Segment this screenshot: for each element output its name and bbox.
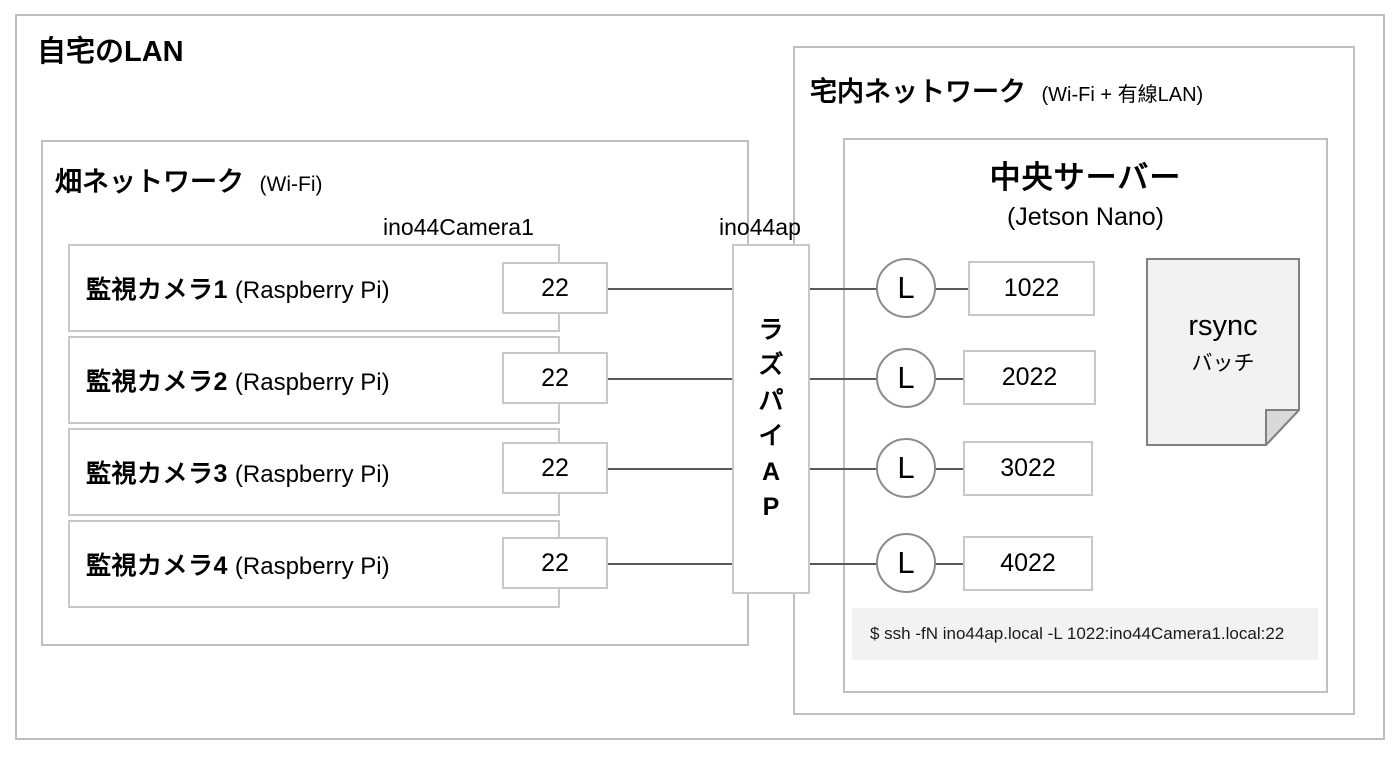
wire-ap-to-tunnel-3 — [808, 468, 878, 470]
camera-4-name: 監視カメラ4 — [86, 552, 228, 580]
wire-tunnel-1-to-port — [934, 288, 970, 290]
camera-1-name: 監視カメラ1 — [86, 276, 228, 304]
rsync-note-line-2: バッチ — [1191, 351, 1255, 375]
group-home-network-title: 宅内ネットワーク (Wi-Fi + 有線LAN) — [810, 70, 1203, 109]
ap-line-5: A — [761, 457, 781, 486]
camera-2-port-box[interactable]: 22 — [502, 352, 608, 404]
note-shape-icon — [1146, 258, 1302, 448]
tunnel-marker-4: L — [876, 533, 936, 593]
camera-node-1-label: 監視カメラ1(Raspberry Pi) — [70, 270, 390, 306]
ap-line-6: P — [762, 493, 780, 521]
camera-1-port-box[interactable]: 22 — [502, 262, 608, 314]
group-field-network-title: 畑ネットワーク (Wi-Fi) — [55, 160, 322, 199]
rsync-note-text: rsync バッチ — [1146, 258, 1300, 446]
ap-line-2: ズ — [758, 351, 784, 379]
wire-tunnel-4-to-port — [934, 563, 964, 565]
field-network-title-main: 畑ネットワーク — [55, 167, 244, 197]
local-port-box-1[interactable]: 1022 — [968, 261, 1095, 316]
camera-node-3[interactable]: 監視カメラ3(Raspberry Pi) — [68, 428, 560, 516]
camera-node-1[interactable]: 監視カメラ1(Raspberry Pi) — [68, 244, 560, 332]
wire-tunnel-3-to-port — [934, 468, 964, 470]
local-port-box-4[interactable]: 4022 — [963, 536, 1093, 591]
local-port-box-2[interactable]: 2022 — [963, 350, 1096, 405]
camera-2-name: 監視カメラ2 — [86, 368, 228, 396]
label-ino44camera1: ino44Camera1 — [383, 214, 534, 240]
ap-line-1: ラ — [758, 315, 784, 344]
ssh-command-strip[interactable]: $ ssh -fN ino44ap.local -L 1022:ino44Cam… — [852, 608, 1318, 660]
camera-node-2[interactable]: 監視カメラ2(Raspberry Pi) — [68, 336, 560, 424]
camera-3-name: 監視カメラ3 — [86, 460, 228, 488]
group-home-lan-title: 自宅のLAN — [37, 36, 184, 68]
wire-ap-to-tunnel-1 — [808, 288, 878, 290]
camera-node-4[interactable]: 監視カメラ4(Raspberry Pi) — [68, 520, 560, 608]
camera-1-model: (Raspberry Pi) — [234, 277, 390, 304]
wire-tunnel-2-to-port — [934, 378, 964, 380]
wire-ap-to-tunnel-4 — [808, 563, 878, 565]
rsync-note: rsync バッチ — [1146, 258, 1302, 448]
camera-4-port-box[interactable]: 22 — [502, 537, 608, 589]
rsync-note-line-1: rsync — [1188, 309, 1258, 342]
wire-camera-2-to-ap — [606, 378, 736, 380]
wire-ap-to-tunnel-2 — [808, 378, 878, 380]
wire-camera-4-to-ap — [606, 563, 736, 565]
tunnel-marker-2: L — [876, 348, 936, 408]
camera-3-model: (Raspberry Pi) — [234, 461, 390, 488]
field-network-title-sub: (Wi-Fi) — [259, 173, 323, 196]
camera-node-3-label: 監視カメラ3(Raspberry Pi) — [70, 454, 390, 490]
wire-camera-1-to-ap — [606, 288, 736, 290]
tunnel-marker-1: L — [876, 258, 936, 318]
camera-3-port-box[interactable]: 22 — [502, 442, 608, 494]
camera-node-4-label: 監視カメラ4(Raspberry Pi) — [70, 546, 390, 582]
ap-line-4: イ — [758, 422, 784, 450]
camera-2-model: (Raspberry Pi) — [234, 369, 390, 396]
home-network-title-sub: (Wi-Fi + 有線LAN) — [1041, 84, 1204, 106]
local-port-box-3[interactable]: 3022 — [963, 441, 1093, 496]
tunnel-marker-3: L — [876, 438, 936, 498]
ap-line-3: パ — [758, 386, 784, 415]
wire-camera-3-to-ap — [606, 468, 736, 470]
access-point-node[interactable]: ラ ズ パ イ A P — [732, 244, 810, 594]
central-server-title-main: 中央サーバー — [989, 160, 1182, 195]
central-server-title-sub: (Jetson Nano) — [1006, 203, 1165, 231]
home-network-title-main: 宅内ネットワーク — [810, 77, 1026, 107]
camera-node-2-label: 監視カメラ2(Raspberry Pi) — [70, 362, 390, 398]
label-ino44ap: ino44ap — [719, 214, 801, 240]
central-server-title: 中央サーバー (Jetson Nano) — [843, 152, 1328, 232]
camera-4-model: (Raspberry Pi) — [234, 553, 390, 580]
